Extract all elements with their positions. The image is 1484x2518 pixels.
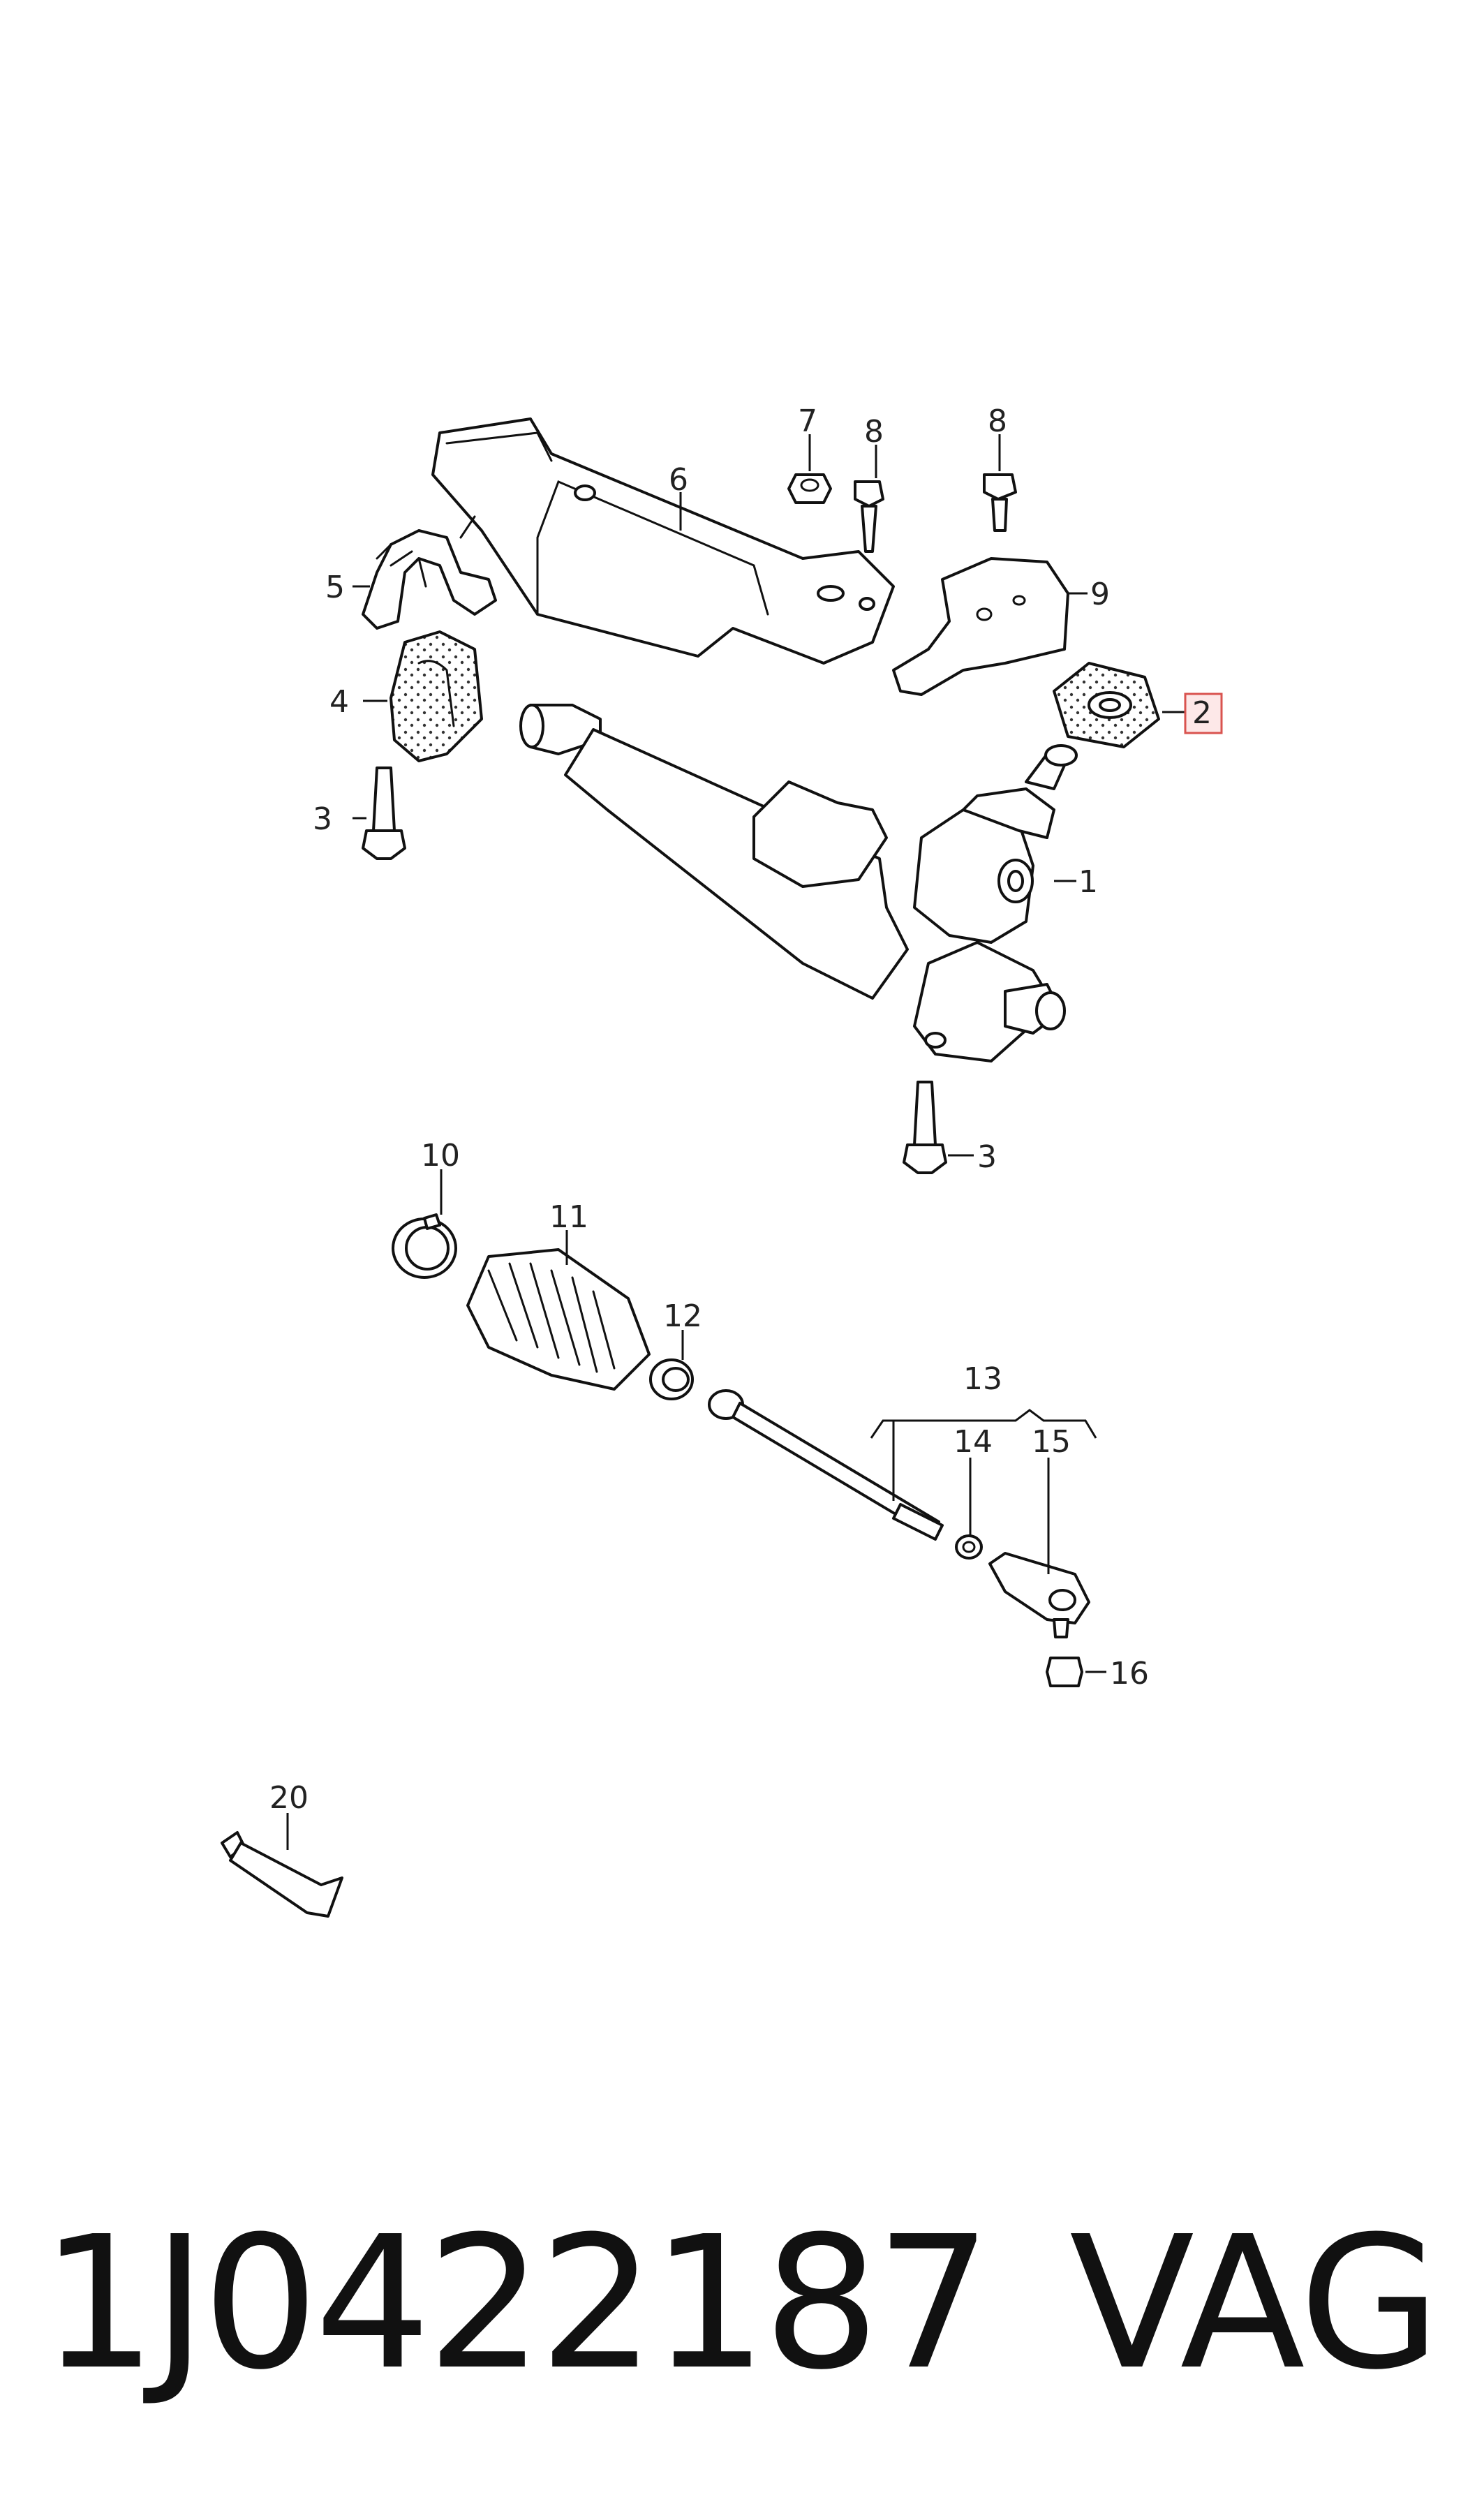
callout-3-upper: 3	[313, 801, 332, 837]
grease-tube-part	[221, 1831, 343, 1918]
callout-2: 2	[1192, 695, 1212, 731]
support-bracket-part	[431, 417, 895, 665]
heat-shield-part	[892, 557, 1069, 696]
part-caption: 1J0422187 VAG	[0, 2199, 1484, 2408]
nut-16-part	[1046, 1657, 1083, 1687]
callout-5: 5	[325, 570, 345, 605]
callout-8-right: 8	[988, 403, 1007, 439]
callout-8-left: 8	[864, 414, 884, 450]
rubber-mount-part	[389, 630, 483, 762]
leader-lines	[286, 434, 1187, 1850]
callout-9: 9	[1090, 577, 1110, 612]
small-clamp-part	[649, 1358, 694, 1400]
callout-13: 13	[963, 1361, 1002, 1397]
part-number: 1J0422187	[40, 2197, 992, 2410]
callout-11: 11	[549, 1199, 588, 1235]
boot-part	[466, 1248, 651, 1391]
bolt-lower-part	[903, 1081, 947, 1174]
callout-10: 10	[421, 1138, 460, 1173]
seal-part	[1053, 662, 1160, 748]
steering-rack-part	[519, 704, 1078, 1062]
tie-rod-part	[708, 1389, 944, 1541]
callout-4: 4	[329, 684, 349, 720]
bolt-8-right-part	[983, 473, 1017, 532]
lock-nut-part	[955, 1534, 983, 1560]
tie-rod-end-part	[988, 1552, 1090, 1638]
callout-3-lower: 3	[977, 1139, 997, 1175]
nut-part	[787, 473, 832, 504]
brand-name: VAG	[1069, 2197, 1441, 2410]
callout-1: 1	[1078, 864, 1098, 900]
clamp-part	[362, 515, 497, 630]
callout-6: 6	[669, 462, 688, 498]
bolt-upper-part	[362, 766, 406, 860]
callout-labels: 1 2 3 3 4 5 6 7 8 8 9 10 11 12 13 14 15 …	[269, 403, 1212, 1816]
callout-20: 20	[269, 1780, 309, 1816]
clip-part	[392, 1213, 457, 1279]
callout-15: 15	[1032, 1424, 1071, 1460]
callout-12: 12	[663, 1298, 702, 1334]
callout-7: 7	[798, 403, 817, 439]
callout-14: 14	[954, 1424, 993, 1460]
callout-16: 16	[1110, 1656, 1149, 1691]
bolt-8-left-part	[854, 480, 884, 553]
highlight-box	[1184, 693, 1223, 734]
